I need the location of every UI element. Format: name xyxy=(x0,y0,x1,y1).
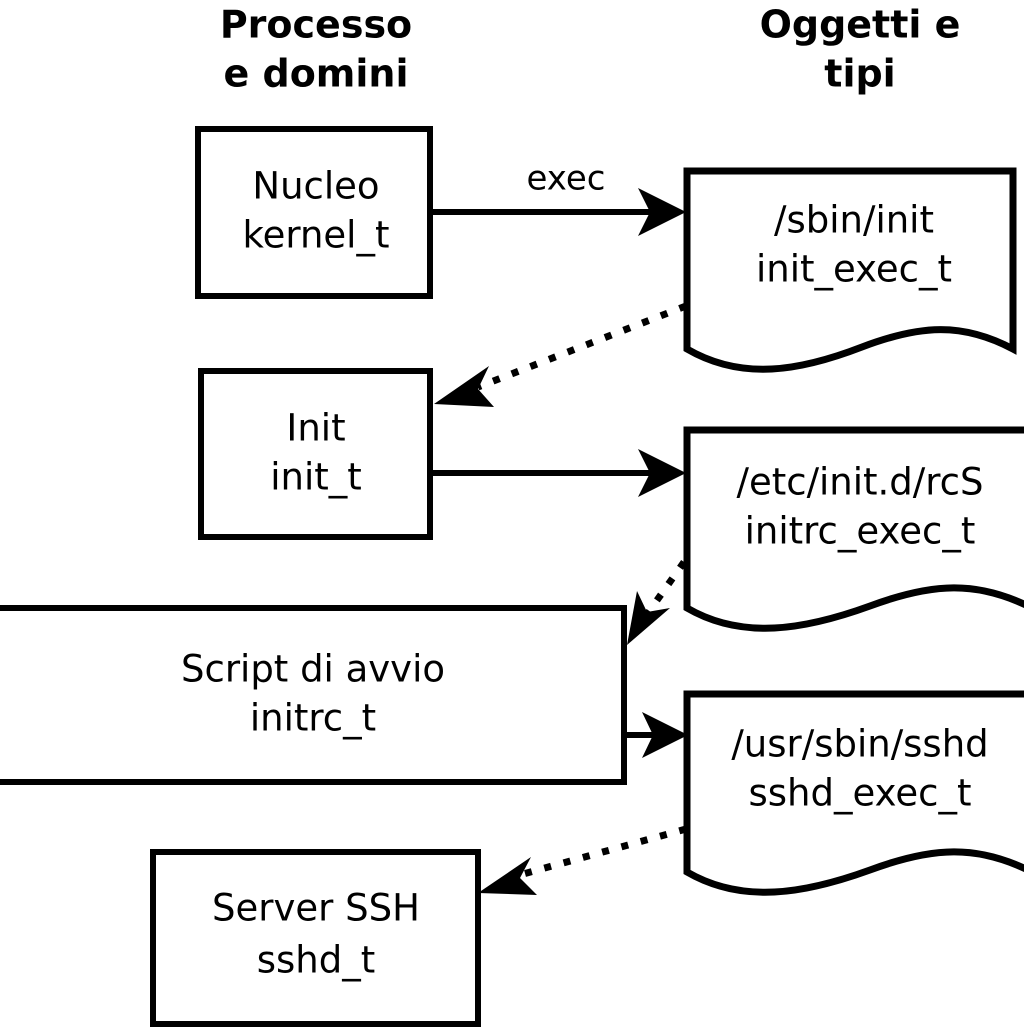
node-initrc-line2: initrc_t xyxy=(250,697,376,740)
arrowhead-initrc-to-sshd-exec xyxy=(642,712,688,758)
column-heading-objects: Oggetti e tipi xyxy=(760,3,961,96)
edge-init-to-initrc-exec xyxy=(432,449,686,497)
column-heading-processes: Processo e domini xyxy=(220,3,412,96)
edge-initrc-exec-to-initrc xyxy=(627,559,687,645)
arrowhead-initrc-exec-to-initrc xyxy=(627,591,670,645)
node-sshd-exec-line2: sshd_exec_t xyxy=(749,772,972,815)
edge-line-initrc-exec-to-initrc xyxy=(645,559,687,616)
column-heading-processes-line2: e domini xyxy=(223,52,408,96)
edge-init-exec-to-init xyxy=(434,302,688,407)
arrowhead-init-to-initrc-exec xyxy=(638,449,686,497)
node-kernel-line2: kernel_t xyxy=(243,214,390,257)
node-sshd-exec-document[interactable] xyxy=(683,690,1024,896)
node-initrc-exec-line2: initrc_exec_t xyxy=(745,510,976,553)
arrowhead-sshd-exec-to-sshd xyxy=(478,857,537,895)
node-sshd-line2: sshd_t xyxy=(257,939,376,982)
node-sshd-box[interactable] xyxy=(150,849,481,1027)
node-init-exec-line1: /sbin/init xyxy=(774,199,934,242)
edge-line-init-exec-to-init xyxy=(476,302,688,391)
node-init-exec[interactable]: /sbin/init init_exec_t xyxy=(683,167,1017,373)
node-sshd-exec-line1: /usr/sbin/sshd xyxy=(731,723,988,766)
node-kernel-box[interactable] xyxy=(195,126,433,299)
node-initrc[interactable]: Script di avvio initrc_t xyxy=(0,605,627,785)
column-heading-objects-line1: Oggetti e xyxy=(760,3,961,47)
arrowhead-init-exec-to-init xyxy=(434,366,494,407)
node-sshd-line1: Server SSH xyxy=(212,887,420,930)
edge-line-sshd-exec-to-sshd xyxy=(515,825,687,880)
node-sshd[interactable]: Server SSH sshd_t xyxy=(150,849,481,1027)
column-heading-processes-line1: Processo xyxy=(220,3,412,47)
column-heading-objects-line2: tipi xyxy=(824,52,895,96)
edge-sshd-exec-to-sshd xyxy=(478,825,687,895)
node-init-exec-line2: init_exec_t xyxy=(756,248,952,291)
node-init-line2: init_t xyxy=(270,456,362,499)
node-initrc-exec-document[interactable] xyxy=(683,426,1024,632)
edge-initrc-to-sshd-exec xyxy=(624,712,688,758)
node-init-box[interactable] xyxy=(198,368,433,540)
node-sshd-exec[interactable]: /usr/sbin/sshd sshd_exec_t xyxy=(683,690,1024,896)
arrowhead-kernel-to-init-exec xyxy=(638,188,686,236)
node-init-exec-document[interactable] xyxy=(683,167,1017,373)
node-initrc-exec-line1: /etc/init.d/rcS xyxy=(736,461,983,504)
node-initrc-line1: Script di avvio xyxy=(181,648,445,691)
node-init[interactable]: Init init_t xyxy=(198,368,433,540)
node-kernel[interactable]: Nucleo kernel_t xyxy=(195,126,433,299)
node-init-line1: Init xyxy=(286,407,345,450)
edge-label-exec: exec xyxy=(526,159,605,199)
node-initrc-exec[interactable]: /etc/init.d/rcS initrc_exec_t xyxy=(683,426,1024,632)
node-kernel-line1: Nucleo xyxy=(252,165,379,208)
edge-kernel-to-init-exec: exec xyxy=(432,159,686,236)
node-initrc-box[interactable] xyxy=(0,605,627,785)
